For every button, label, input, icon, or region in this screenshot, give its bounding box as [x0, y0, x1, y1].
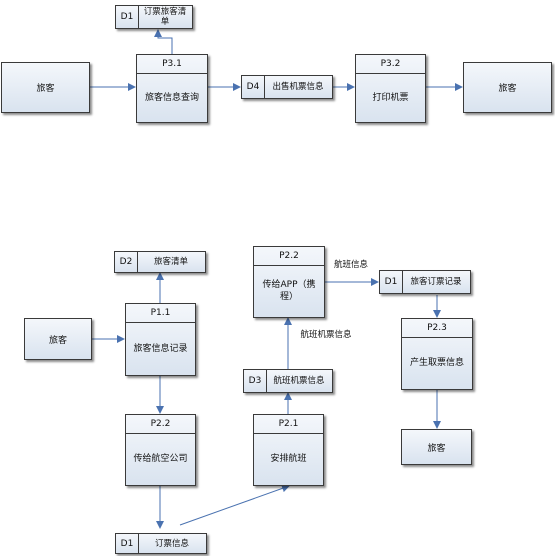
- process-id: P2.3: [402, 319, 472, 338]
- process-name: 传给航空公司: [133, 454, 188, 464]
- data-store-name: 旅客订票记录: [410, 277, 462, 287]
- flow-label-flight-ticket-info: 航班机票信息: [300, 330, 352, 340]
- process-id: P3.1: [137, 55, 207, 74]
- process-p32: P3.2 打印机票: [355, 54, 426, 123]
- process-p21: P2.1 安排航班: [253, 414, 324, 486]
- process-p23: P2.3 产生取票信息: [401, 318, 473, 390]
- data-store-id: D4: [242, 76, 265, 98]
- data-store-id: D1: [116, 534, 139, 553]
- entity-label: 旅客: [48, 335, 67, 346]
- entity-label: 旅客: [427, 443, 446, 454]
- process-p22-airline: P2.2 传给航空公司: [125, 414, 196, 486]
- data-store-id: D1: [380, 271, 403, 293]
- data-store-name: 出售机票信息: [272, 82, 324, 92]
- data-store-d4: D4 出售机票信息: [241, 75, 333, 99]
- data-store-d1-right: D1 旅客订票记录: [379, 270, 471, 294]
- process-name: 旅客信息记录: [133, 343, 188, 354]
- data-store-name: 旅客清单: [153, 257, 188, 267]
- data-store-d3: D3 航班机票信息: [243, 369, 333, 393]
- flow-label-flight-info: 航班信息: [334, 260, 369, 270]
- process-name: 旅客信息查询: [144, 92, 199, 103]
- process-name: 打印机票: [372, 92, 409, 103]
- process-id: P1.1: [126, 304, 195, 323]
- process-id: P3.2: [356, 55, 425, 74]
- arrow-p31-to-d1: [154, 29, 173, 54]
- process-p11: P1.1 旅客信息记录: [125, 303, 196, 376]
- external-entity-passenger-out: 旅客: [401, 429, 472, 465]
- entity-label: 旅客: [36, 84, 55, 94]
- entity-label: 旅客: [498, 84, 517, 94]
- external-entity-passenger-right: 旅客: [463, 62, 552, 113]
- process-name: 产生取票信息: [409, 358, 464, 368]
- external-entity-passenger-bottom: 旅客: [24, 318, 92, 360]
- data-store-id: D3: [244, 370, 267, 392]
- data-store-id: D1: [116, 6, 139, 28]
- process-id: P2.2: [254, 247, 324, 266]
- data-store-d1: D1 订票旅客清单: [115, 5, 193, 29]
- arrow-d1-to-p21: [179, 484, 290, 526]
- process-name: 安排航班: [270, 454, 307, 464]
- data-store-d2: D2 旅客清单: [114, 251, 206, 273]
- data-store-name: 订票旅客清单: [143, 7, 187, 27]
- process-p22-app: P2.2 传给APP（携程）: [253, 246, 325, 318]
- data-store-name: 航班机票信息: [273, 376, 325, 386]
- process-p31: P3.1 旅客信息查询: [136, 54, 208, 123]
- data-store-id: D2: [115, 252, 138, 272]
- process-id: P2.1: [254, 415, 323, 434]
- data-store-name: 订票信息: [154, 538, 189, 549]
- external-entity-passenger: 旅客: [1, 62, 90, 113]
- data-store-d1-bottom: D1 订票信息: [115, 533, 207, 554]
- process-id: P2.2: [126, 415, 195, 434]
- process-name: 传给APP（携程）: [262, 280, 316, 302]
